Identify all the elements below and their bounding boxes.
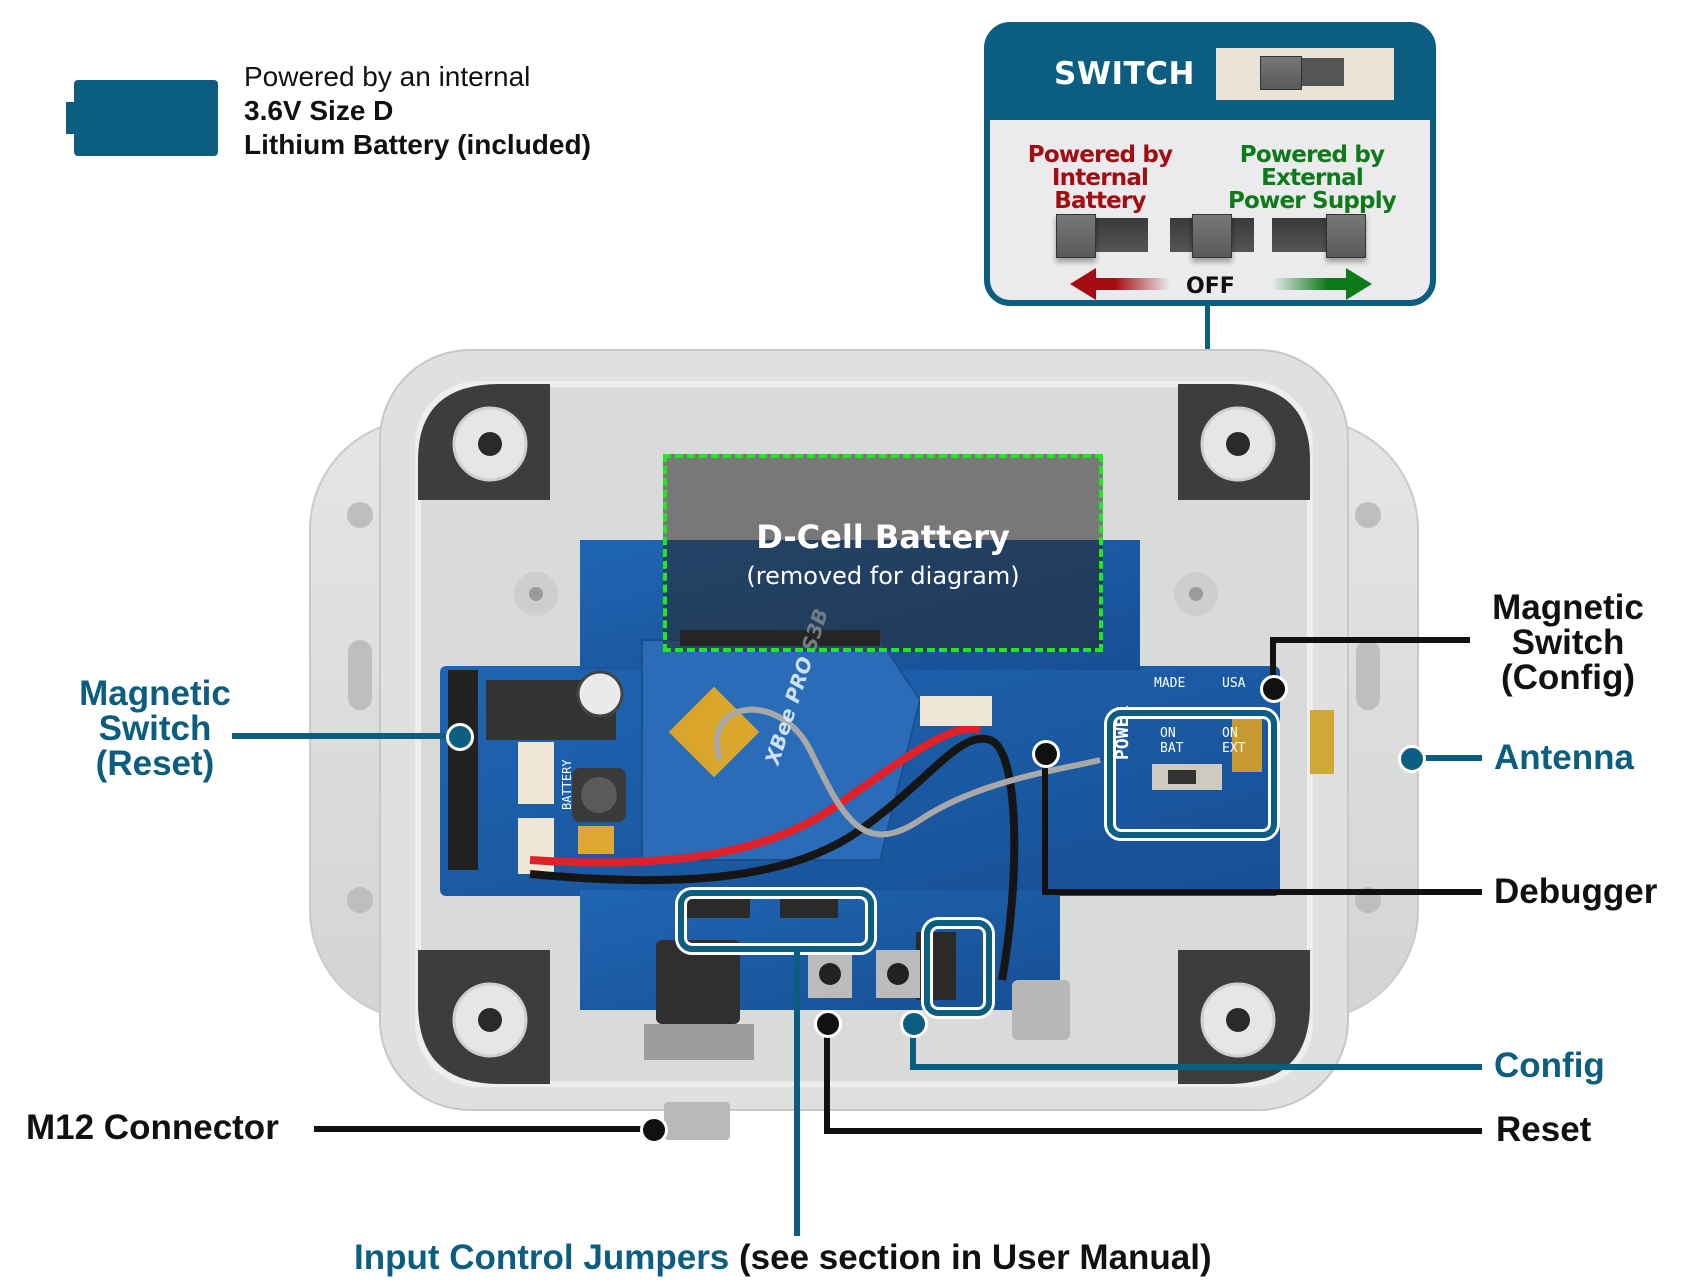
- label-debugger: Debugger: [1494, 872, 1658, 911]
- battery-legend-text: Powered by an internal 3.6V Size D Lithi…: [244, 60, 591, 162]
- silkscreen-on-ext: ON EXT: [1222, 726, 1246, 756]
- label-config: Config: [1494, 1046, 1605, 1085]
- switch-panel-header: SWITCH: [990, 28, 1430, 120]
- label-magnetic-switch-reset: Magnetic Switch (Reset): [79, 674, 231, 783]
- switch-position-external: [1272, 214, 1366, 258]
- legend-line-1: Powered by an internal: [244, 61, 531, 92]
- mode-external-power: Powered by External Power Supply: [1228, 142, 1397, 214]
- label-reset: Reset: [1496, 1110, 1592, 1149]
- label-antenna: Antenna: [1494, 738, 1634, 777]
- reset-line-h: [824, 1128, 1482, 1134]
- magnetic-reset-marker: [446, 723, 474, 751]
- silkscreen-on-bat: ON BAT: [1160, 726, 1184, 756]
- label-m12-connector: M12 Connector: [26, 1108, 279, 1147]
- config-marker: [900, 1010, 928, 1038]
- label-input-control-jumpers: Input Control Jumpers (see section in Us…: [354, 1240, 1212, 1275]
- antenna-marker: [1398, 745, 1426, 773]
- silkscreen-usa: USA: [1222, 676, 1246, 691]
- magnetic-config-marker: [1260, 675, 1288, 703]
- magnetic-reset-line: [232, 733, 454, 739]
- m12-line: [314, 1126, 644, 1132]
- enclosure-illustration: [309, 349, 1419, 1140]
- input-jumpers-highlight: [678, 890, 874, 952]
- reset-line-v: [824, 1024, 830, 1134]
- config-line-h: [910, 1064, 1482, 1070]
- reset-marker: [814, 1010, 842, 1038]
- mode-internal-battery: Powered by Internal Battery: [1027, 142, 1173, 214]
- debugger-line-h: [1042, 889, 1482, 895]
- config-line-v: [910, 1024, 916, 1070]
- jumpers-label-note: (see section in User Manual): [739, 1238, 1212, 1277]
- arrow-left-icon: [1070, 268, 1170, 300]
- power-switch-highlight: [1107, 710, 1277, 838]
- switch-title: SWITCH: [1054, 56, 1195, 92]
- antenna-line: [1412, 755, 1482, 761]
- m12-marker: [640, 1116, 668, 1144]
- jumpers-line: [794, 952, 800, 1236]
- label-magnetic-switch-config: Magnetic Switch (Config): [1492, 588, 1644, 697]
- switch-position-off: [1170, 214, 1254, 258]
- switch-position-internal: [1056, 214, 1148, 258]
- battery-placeholder: D-Cell Battery (removed for diagram): [663, 454, 1103, 652]
- battery-icon: [66, 80, 218, 156]
- debugger-marker: [1032, 740, 1060, 768]
- battery-placeholder-title: D-Cell Battery: [756, 518, 1010, 556]
- config-jumper-highlight: [924, 920, 992, 1016]
- switch-graphic-icon: [1216, 48, 1394, 100]
- jumpers-label-main: Input Control Jumpers: [354, 1238, 730, 1277]
- arrow-right-icon: [1272, 268, 1372, 300]
- battery-placeholder-subtitle: (removed for diagram): [746, 562, 1020, 590]
- silkscreen-made: MADE: [1154, 676, 1186, 691]
- magnetic-config-line-h: [1270, 637, 1470, 643]
- switch-panel: SWITCH Powered by Internal Battery Power…: [984, 22, 1436, 306]
- off-label: OFF: [1186, 274, 1235, 299]
- magnetic-config-line-v: [1270, 637, 1276, 687]
- legend-line-3: Lithium Battery (included): [244, 129, 591, 160]
- silkscreen-battery: BATTERY: [560, 759, 574, 810]
- legend-line-2: 3.6V Size D: [244, 95, 394, 126]
- debugger-line-v: [1042, 752, 1048, 895]
- switch-panel-body: Powered by Internal Battery Powered by E…: [990, 120, 1430, 300]
